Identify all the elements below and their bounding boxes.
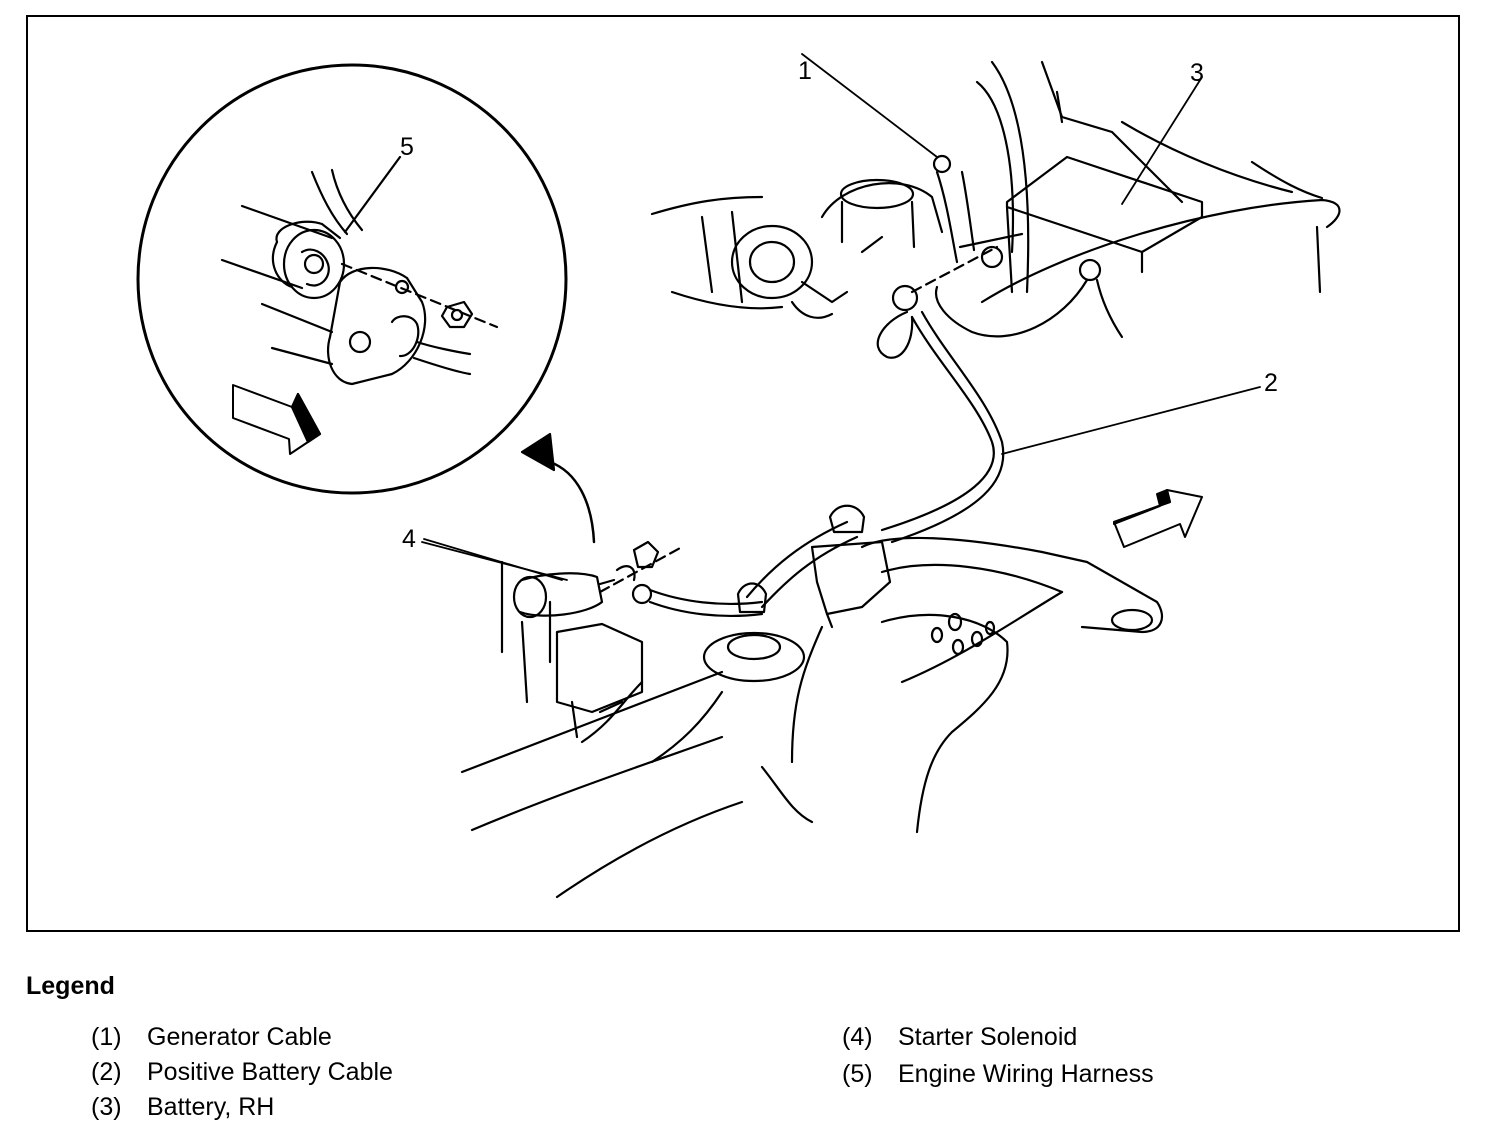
diagram-frame: 1 3 5 2 4	[26, 15, 1460, 932]
legend-item: (5) Engine Wiring Harness	[842, 1059, 1154, 1089]
legend-item: (4) Starter Solenoid	[842, 1022, 1077, 1052]
legend-number: (4)	[842, 1023, 873, 1051]
legend-item: (3) Battery, RH	[91, 1092, 274, 1122]
legend-item: (2) Positive Battery Cable	[91, 1057, 393, 1087]
legend-number: (3)	[91, 1093, 122, 1121]
detail-view-circle	[136, 63, 568, 495]
starter-solenoid	[421, 540, 684, 704]
front-direction-arrow	[1113, 489, 1203, 548]
legend-number: (5)	[842, 1060, 873, 1088]
callout-1: 1	[798, 57, 812, 85]
callout-5: 5	[400, 133, 414, 161]
engine-compartment	[650, 53, 1341, 339]
legend-text: Starter Solenoid	[898, 1023, 1078, 1051]
legend-item: (1) Generator Cable	[91, 1022, 332, 1052]
legend-number: (1)	[91, 1023, 122, 1051]
legend-number: (2)	[91, 1058, 122, 1086]
positive-battery-cable	[631, 284, 1261, 618]
wiring-illustration	[136, 53, 1341, 899]
callout-4: 4	[402, 525, 416, 553]
callout-3: 3	[1190, 59, 1204, 87]
callout-2: 2	[1264, 369, 1278, 397]
detail-pointer-arrow	[520, 432, 596, 544]
legend-text: Engine Wiring Harness	[898, 1060, 1154, 1088]
frame-rail	[460, 536, 1164, 899]
legend-title: Legend	[26, 972, 115, 1000]
legend-text: Generator Cable	[147, 1023, 332, 1051]
legend-text: Battery, RH	[147, 1093, 275, 1121]
legend-text: Positive Battery Cable	[147, 1058, 393, 1086]
